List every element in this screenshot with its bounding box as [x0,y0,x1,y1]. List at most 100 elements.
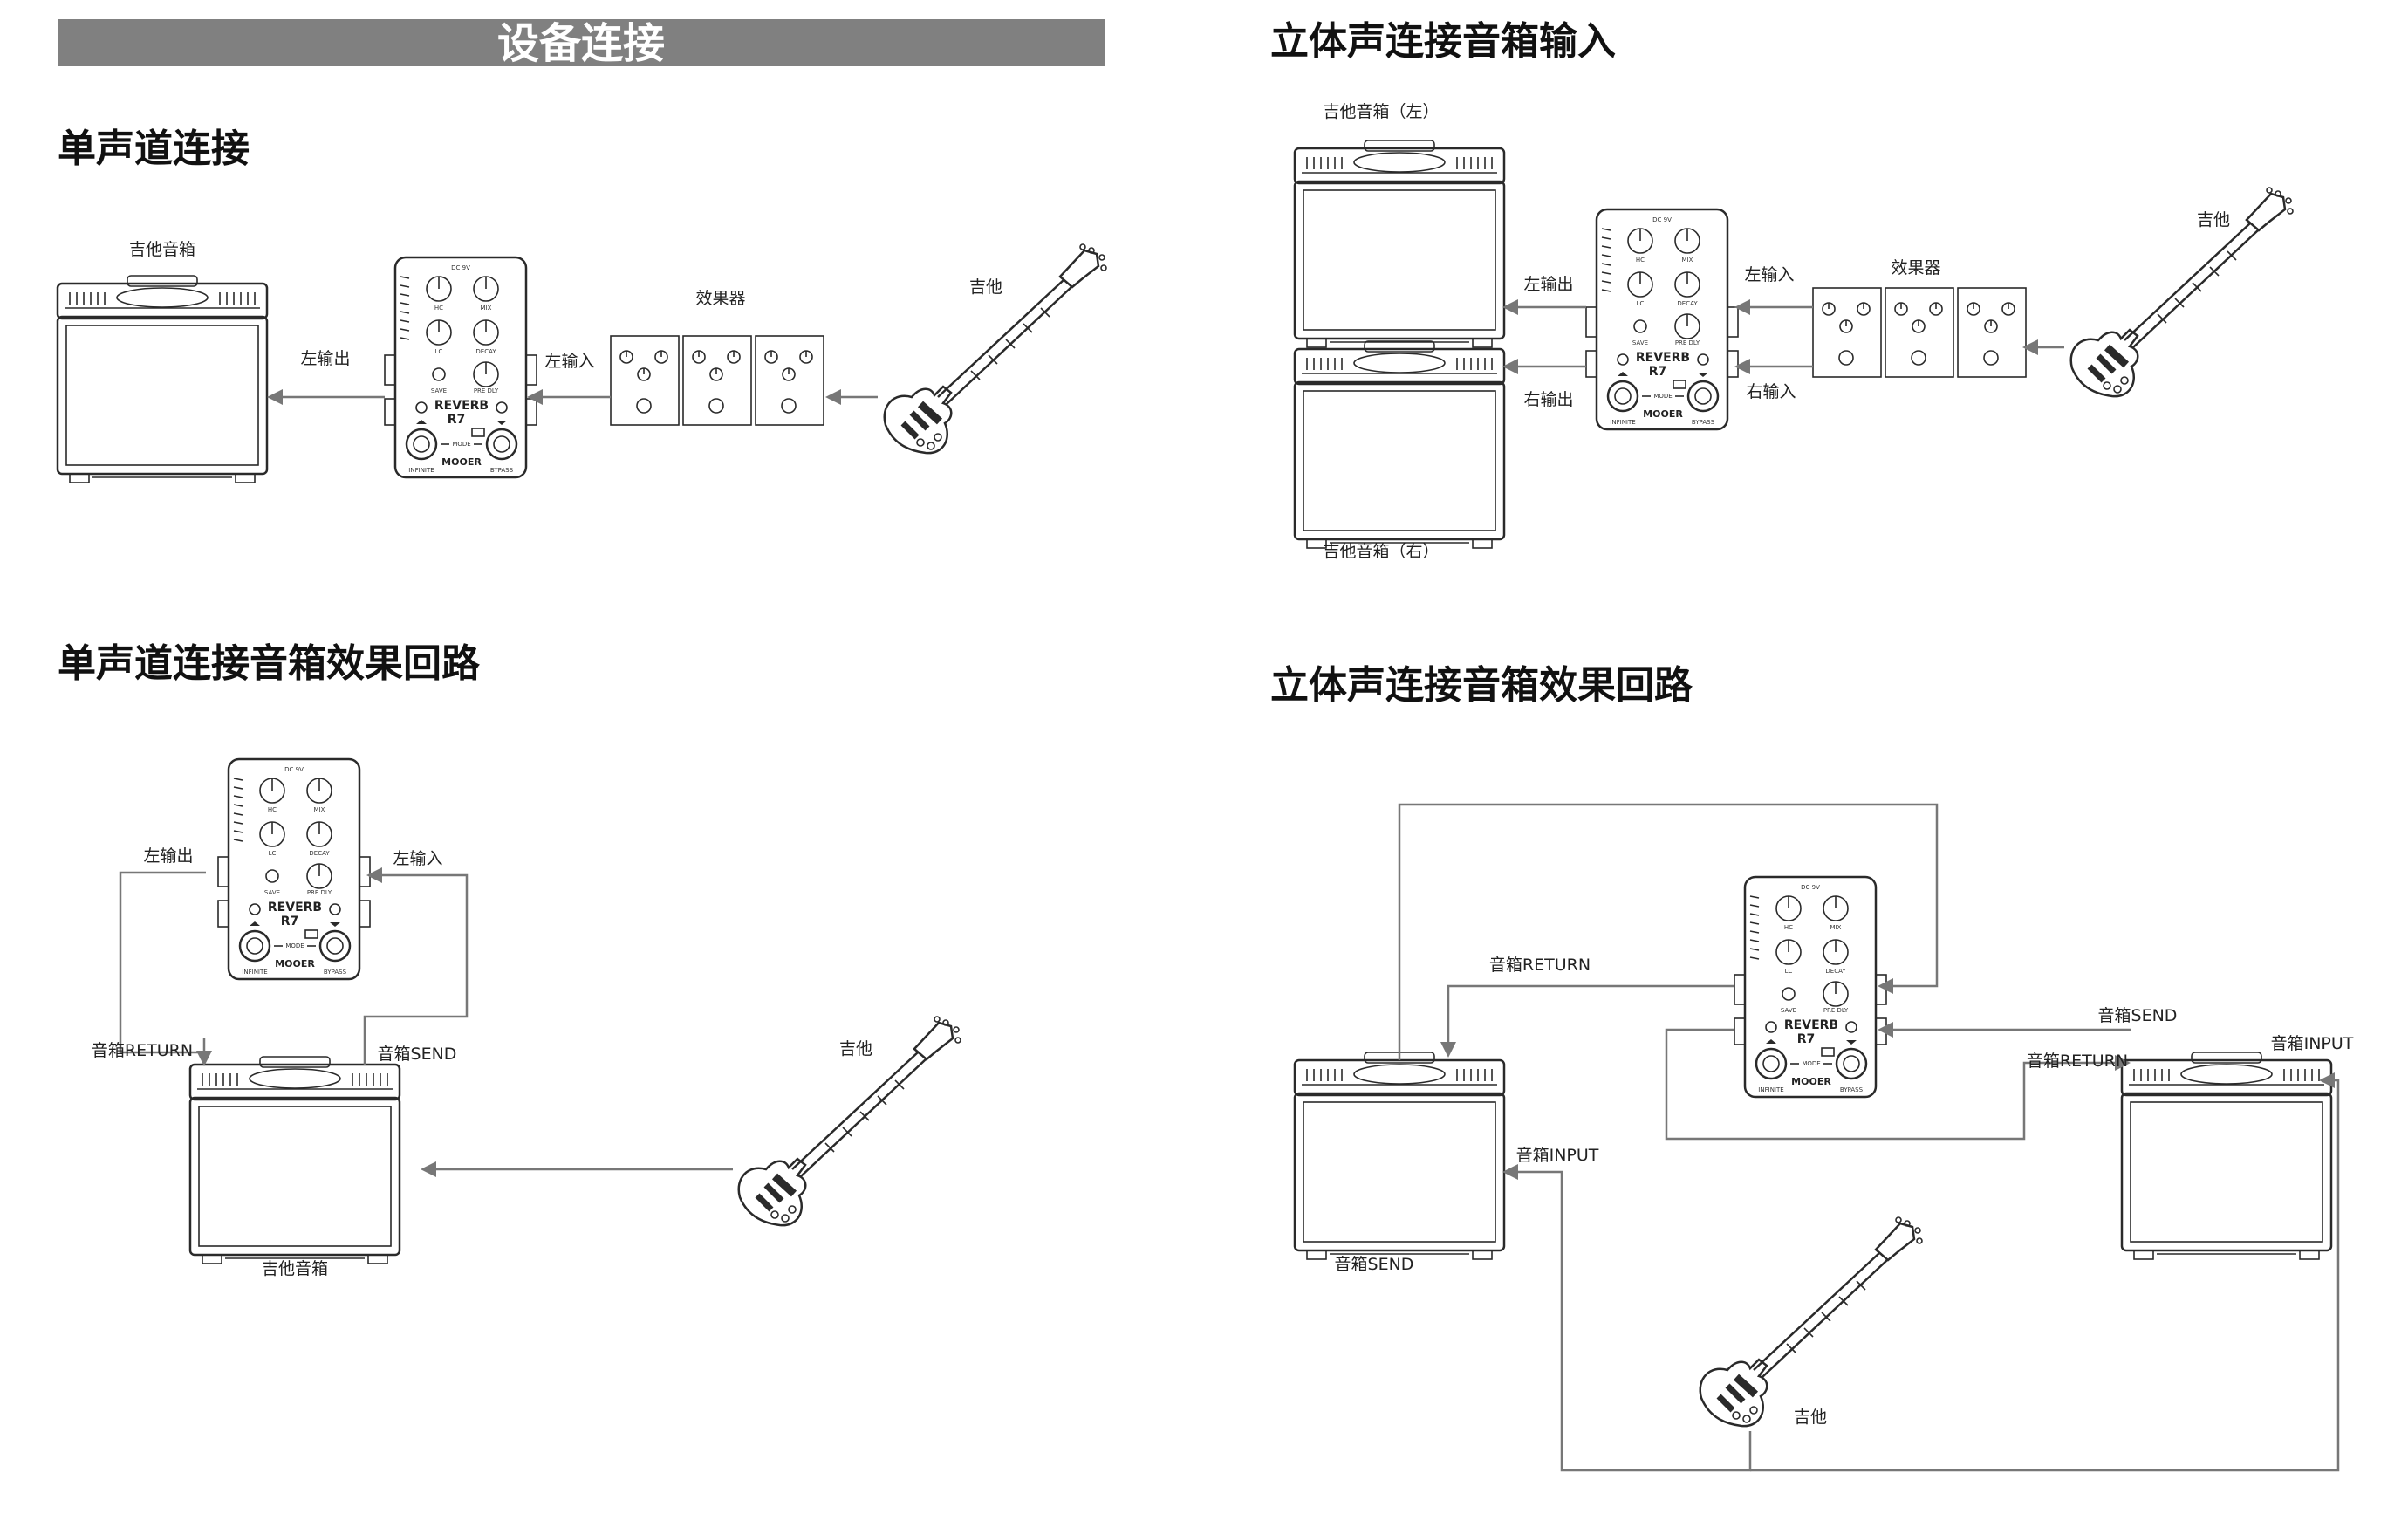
reverb-pedal: DC 9V HC MIX LC DECAY SAVE PRE DLY REVER… [1733,875,1888,1099]
pedal-model: R7 [1797,1032,1816,1046]
amp-send-label-right: 音箱SEND [2098,1006,2178,1025]
page-title: 设备连接 [497,19,665,68]
pedal-power-label: DC 9V [1801,884,1820,891]
amp-send-label: 音箱SEND [378,1045,457,1064]
pedal-name: REVERB [1784,1018,1838,1032]
pedal-knob-label-lc: LC [1637,300,1645,307]
pedal-mode-label: MODE [1653,393,1672,400]
pedal-knob-label-hc: HC [1636,257,1645,264]
pedal-knob-label-mix: MIX [481,305,492,312]
pedal-knob-label-predly: PRE DLY [1675,339,1700,346]
amp-left-label: 吉他音箱（左） [1323,102,1439,121]
pedal-left-switch-label: INFINITE [1610,419,1635,426]
effects-label: 效果器 [695,289,745,308]
pedal-knob-label-mix: MIX [314,806,325,813]
header-bar [58,19,1105,66]
diagram-mono-loop: DC 9V HC MIX LC DECAY SAVE PRE DLY REVER… [92,757,961,1278]
pedal-knob-label-save: SAVE [264,889,280,896]
guitar [885,244,1106,453]
left-out-label: 左输出 [143,846,193,866]
pedal-brand: MOOER [275,958,315,969]
guitar-label: 吉他 [839,1039,872,1058]
guitar-amp [56,274,269,484]
pedal-mode-label: MODE [1802,1060,1820,1067]
pedal-knob-label-mix: MIX [1682,257,1693,264]
diagram-mono: 吉他音箱 DC 9V HC MIX LC DECAY SAVE PRE DLY … [56,240,1106,484]
amp-input-label-right: 音箱INPUT [2271,1034,2354,1053]
pedal-right-switch-label: BYPASS [1840,1086,1864,1093]
amp-return-label: 音箱RETURN [92,1041,193,1060]
effects-label: 效果器 [1891,258,1940,277]
pedal-knob-label-save: SAVE [1632,339,1648,346]
pedal-knob-label-predly: PRE DLY [307,889,332,896]
pedal-knob-label-hc: HC [268,806,277,813]
right-out-label: 右输出 [1523,390,1573,409]
section-title-mono: 单声道连接 [58,127,250,171]
pedal-knob-label-save: SAVE [431,387,447,394]
pedal-model: R7 [448,413,466,427]
pedal-knob-label-save: SAVE [1781,1007,1796,1014]
pedal-knob-label-lc: LC [435,348,443,355]
left-in-label: 左输入 [544,352,594,371]
pedal-name: REVERB [1636,351,1690,365]
guitar-amp-left [1293,139,1506,349]
diagram-stereo-loop: DC 9V HC MIX LC DECAY SAVE PRE DLY REVER… [1293,803,2354,1472]
pedal-knob-label-hc: HC [434,305,443,312]
left-out-label: 左输出 [1523,275,1573,294]
section-title-stereo-loop: 立体声连接音箱效果回路 [1270,663,1693,708]
effects-pedals [1812,287,2027,378]
pedal-knob-label-mix: MIX [1830,924,1842,931]
pedal-power-label: DC 9V [1652,216,1672,223]
reverb-pedal: DC 9V HC MIX LC DECAY SAVE PRE DLY REVER… [383,256,538,479]
amp-right-label: 吉他音箱（右） [1323,542,1439,561]
pedal-power-label: DC 9V [451,264,470,271]
guitar [1700,1217,1922,1426]
pedal-knob-label-decay: DECAY [309,850,330,857]
guitar-amp-right [2120,1051,2333,1261]
reverb-pedal: DC 9V HC MIX LC DECAY SAVE PRE DLY REVER… [216,757,372,981]
right-in-label: 右输入 [1746,382,1796,401]
amp-input-label-left: 音箱INPUT [1516,1146,1599,1165]
left-in-label: 左输入 [1744,265,1794,284]
guitar-label: 吉他 [2197,210,2230,229]
pedal-knob-label-decay: DECAY [1825,968,1846,975]
guitar-amp-label: 吉他音箱 [129,240,195,259]
reverb-pedal: DC 9V HC MIX LC DECAY SAVE PRE DLY REVER… [1584,208,1740,431]
pedal-brand: MOOER [1643,408,1683,420]
pedal-right-switch-label: BYPASS [324,969,347,976]
pedal-right-switch-label: BYPASS [1692,419,1715,426]
guitar-amp [188,1055,401,1265]
pedal-knob-label-predly: PRE DLY [1823,1007,1849,1014]
pedal-model: R7 [281,915,299,928]
left-out-label: 左输出 [300,349,350,368]
pedal-mode-label: MODE [452,441,470,448]
pedal-knob-label-lc: LC [1785,968,1793,975]
pedal-mode-label: MODE [285,942,304,949]
pedal-left-switch-label: INFINITE [1758,1086,1783,1093]
section-title-stereo-input: 立体声连接音箱输入 [1270,19,1616,64]
pedal-model: R7 [1649,365,1667,379]
section-title-mono-loop: 单声道连接音箱效果回路 [58,641,481,686]
pedal-knob-label-predly: PRE DLY [474,387,499,394]
pedal-knob-label-hc: HC [1784,924,1793,931]
pedal-brand: MOOER [441,456,482,468]
amp-return-label-right: 音箱RETURN [2027,1052,2128,1071]
amp-send-label-left: 音箱SEND [1335,1255,1414,1274]
pedal-brand: MOOER [1791,1076,1831,1087]
pedal-right-switch-label: BYPASS [490,467,514,474]
pedal-knob-label-decay: DECAY [1677,300,1698,307]
diagram-stereo-input: 吉他音箱（左） 吉他音箱（右） DC 9V HC MIX LC DECAY SA… [1293,102,2293,561]
pedal-knob-label-decay: DECAY [475,348,496,355]
pedal-name: REVERB [434,399,489,413]
pedal-power-label: DC 9V [284,766,304,773]
pedal-name: REVERB [268,901,322,915]
pedal-left-switch-label: INFINITE [408,467,434,474]
guitar-amp-right [1293,339,1506,550]
effects-pedals [610,335,824,426]
guitar-label: 吉他 [969,277,1002,297]
guitar-label: 吉他 [1794,1408,1827,1427]
guitar-amp-label: 吉他音箱 [262,1259,328,1278]
left-in-label: 左输入 [393,849,442,868]
amp-return-label-left: 音箱RETURN [1489,956,1591,975]
